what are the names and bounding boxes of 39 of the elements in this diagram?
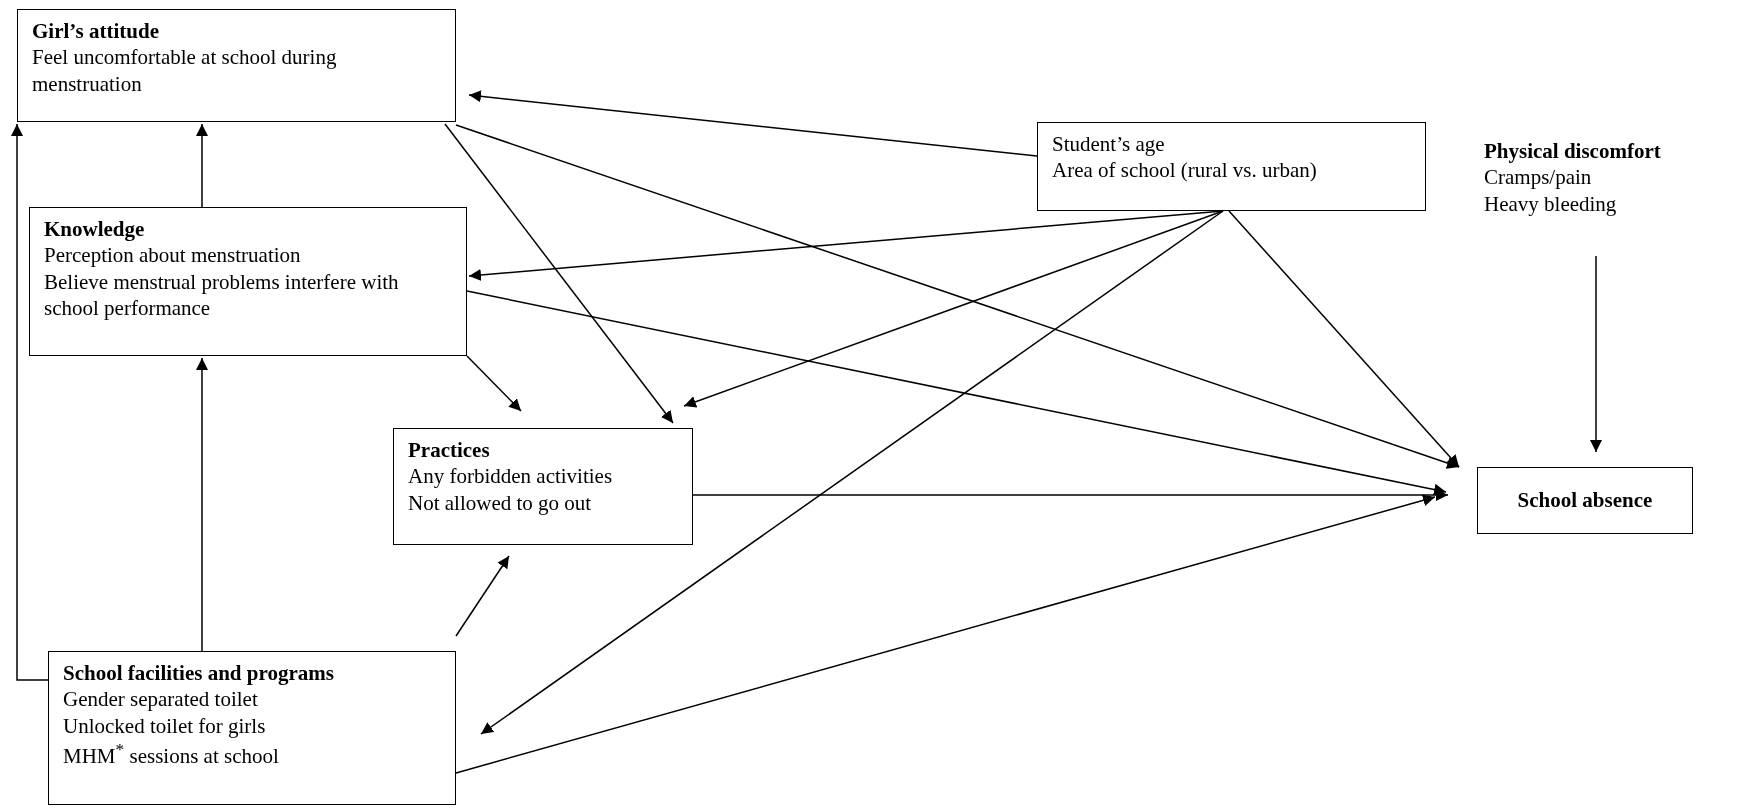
factor-item: Any forbidden activities: [408, 463, 614, 490]
arrow: [455, 124, 1460, 469]
arrow: [1590, 255, 1602, 453]
arrow: [455, 555, 510, 637]
factor-item: Gender separated toilet: [63, 686, 259, 713]
arrow: [480, 210, 1224, 735]
factor-item: Perception about menstruation: [44, 242, 302, 269]
factor-heading: School facilities and programs: [63, 660, 335, 687]
arrow: [11, 123, 49, 681]
factor-heading: School absence: [1517, 487, 1653, 514]
factor-box: [48, 651, 456, 805]
factor-box: [17, 9, 456, 122]
factor-item: Heavy bleeding: [1484, 190, 1618, 217]
arrow: [1228, 210, 1460, 468]
factor-heading: Physical discomfort: [1484, 138, 1662, 165]
factor-item: Believe menstrual problems interfere with school performance: [44, 268, 400, 321]
factor-item: Feel uncomfortable at school during menstruation: [32, 44, 338, 97]
factor-item: Unlocked toilet for girls: [63, 712, 267, 739]
factor-item: Cramps/pain: [1484, 164, 1593, 191]
arrow: [444, 123, 674, 424]
factor-item: Not allowed to go out: [408, 489, 593, 516]
arrow: [468, 90, 1038, 157]
arrow: [466, 355, 522, 412]
factor-box: [393, 428, 693, 545]
factor-box: [1477, 467, 1693, 534]
arrow: [692, 489, 1449, 501]
factor-box: [1037, 122, 1426, 211]
factor-item: Area of school (rural vs. urban): [1052, 157, 1318, 184]
arrow: [466, 290, 1447, 496]
factor-item: MHM$^{*}$ sessions at school: [63, 738, 280, 769]
arrow: [455, 494, 1436, 774]
arrow: [196, 357, 208, 652]
factor-heading: Knowledge: [44, 216, 146, 243]
arrow: [196, 123, 208, 208]
factor-heading: Practices: [408, 437, 491, 464]
factor-item: Student’s age: [1052, 131, 1166, 158]
arrow: [683, 210, 1224, 408]
factor-box: [29, 207, 467, 356]
factor-heading: Girl’s attitude: [32, 18, 160, 45]
